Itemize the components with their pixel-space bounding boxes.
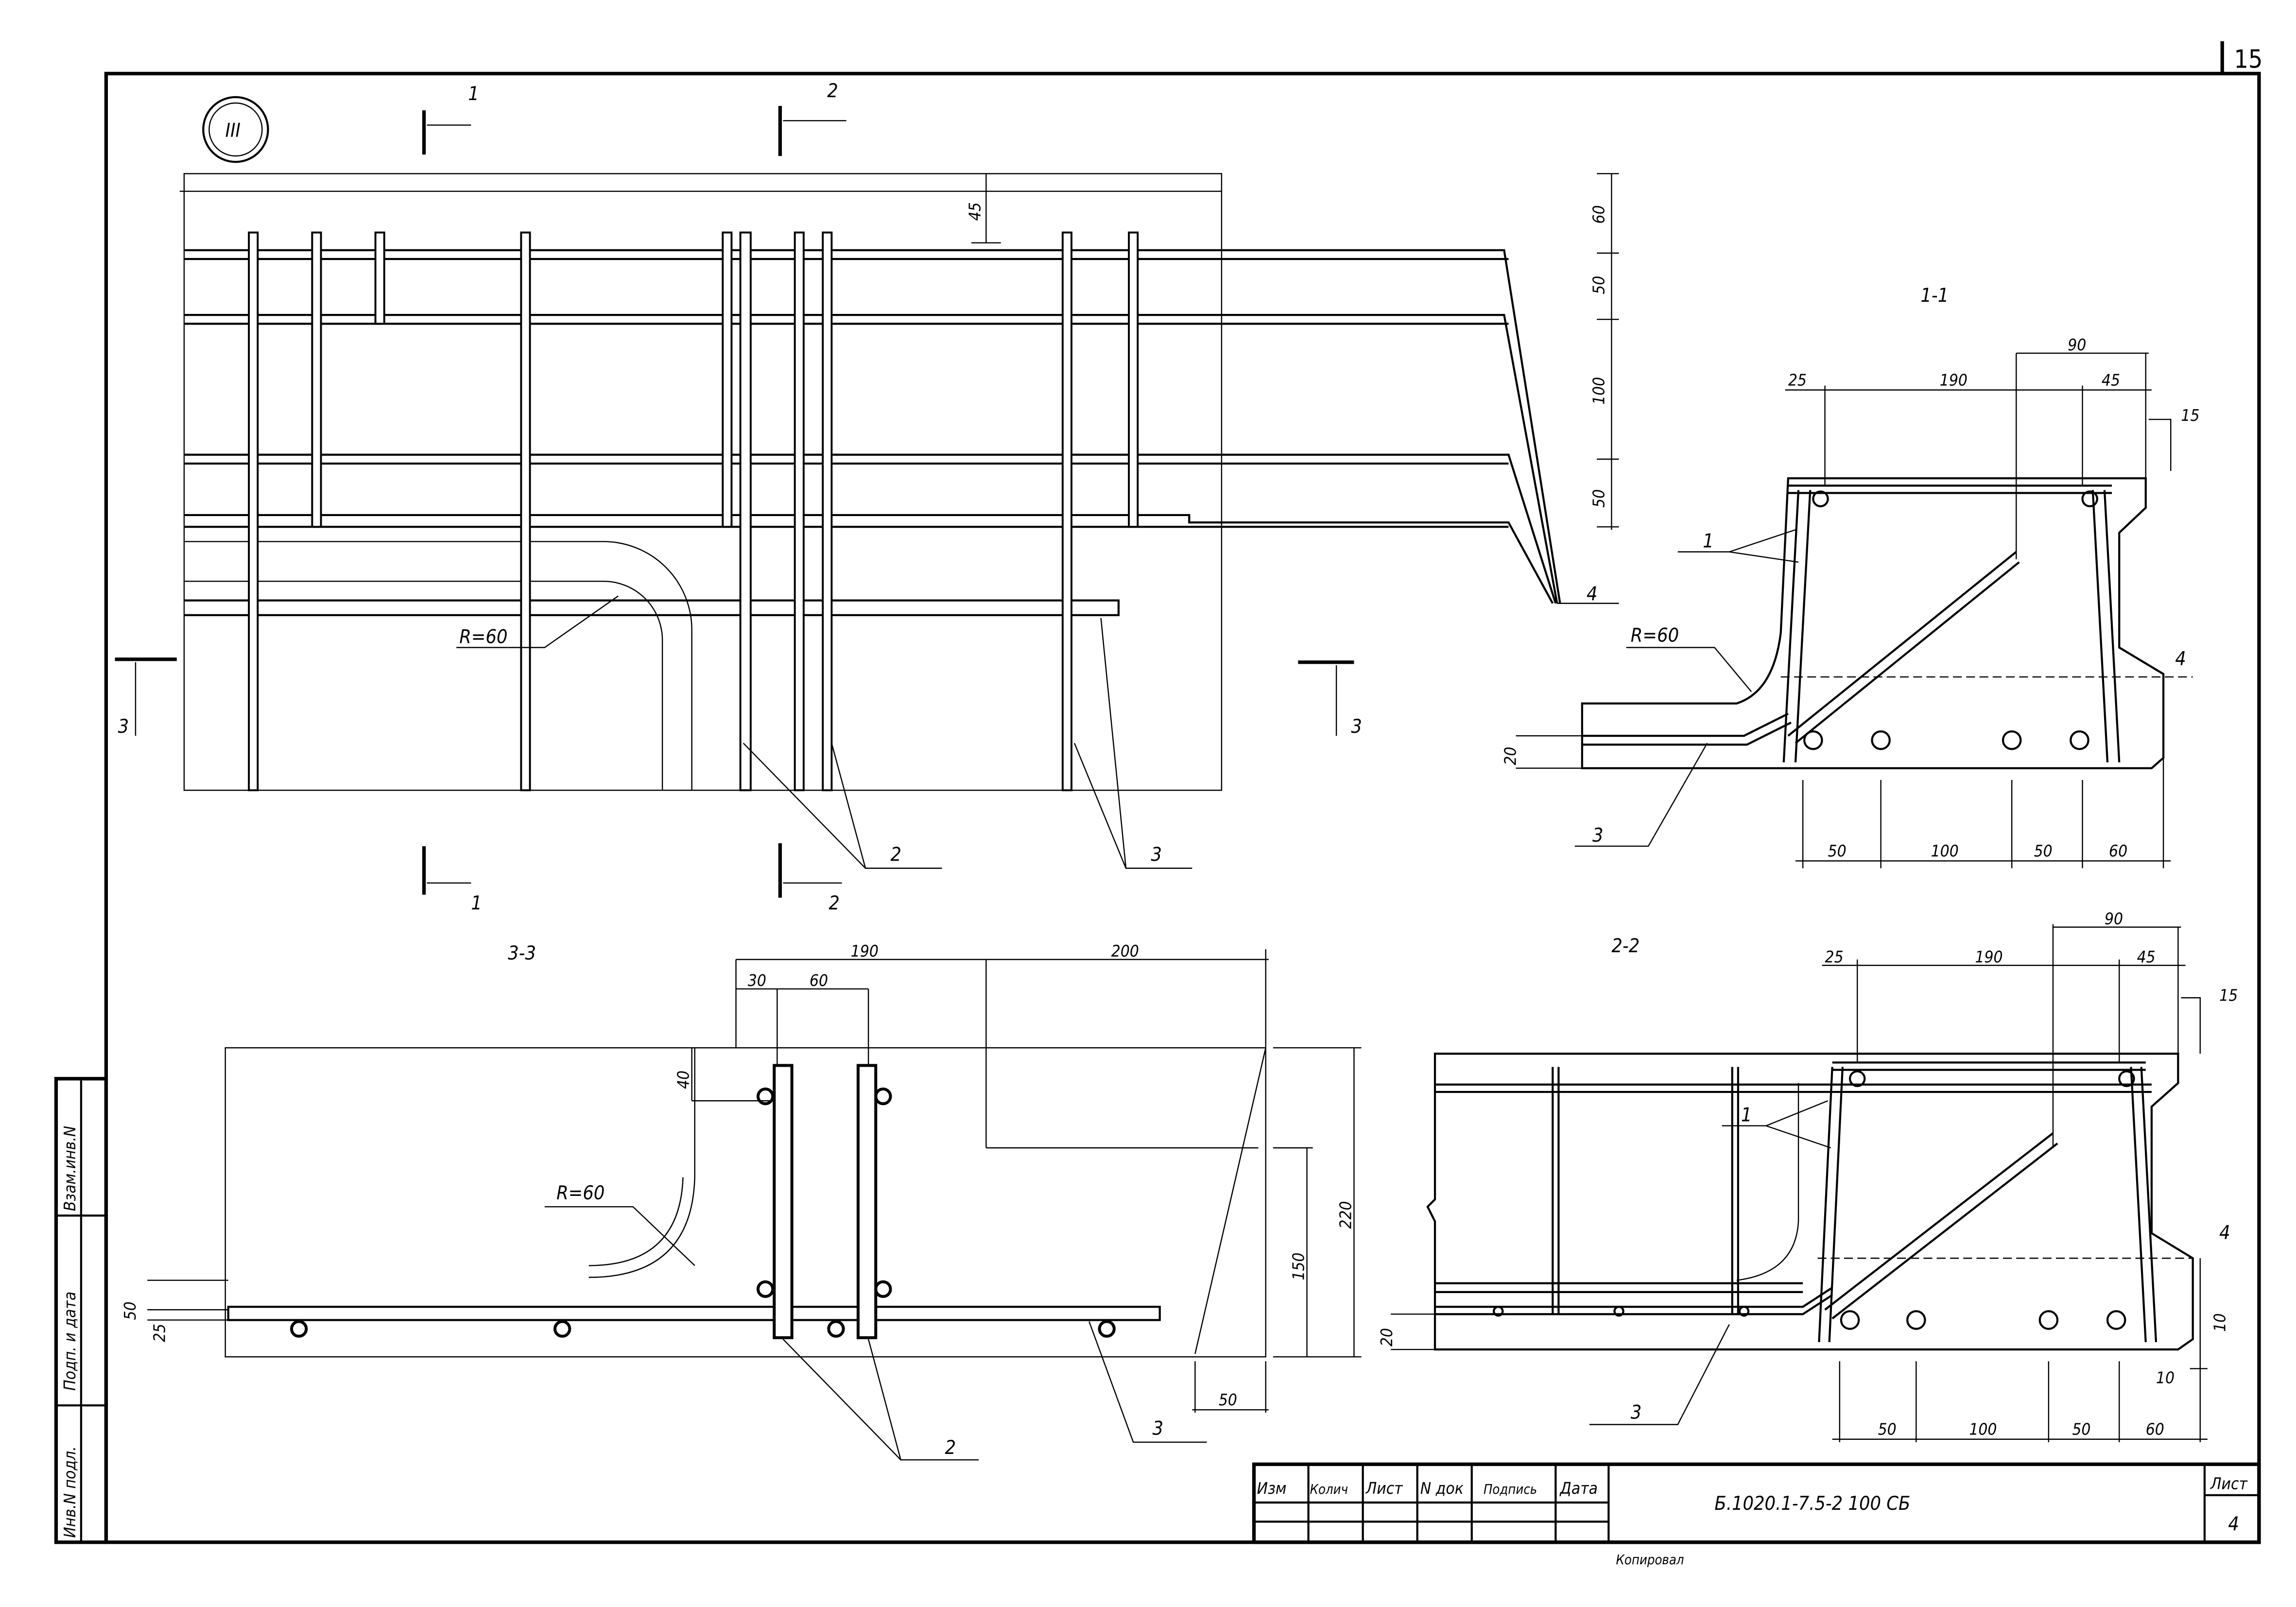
s22-dim-15: 15 xyxy=(2219,985,2238,1004)
s11-dim-90: 90 xyxy=(2068,335,2086,354)
s22-callout-4: 4 xyxy=(2219,1222,2230,1244)
plan-dim-50b: 50 xyxy=(1589,489,1608,508)
view-mark-label: III xyxy=(225,120,241,142)
view-mark: III xyxy=(202,96,269,163)
s22-dim-10-bottom: 10 xyxy=(2156,1368,2175,1387)
sheet-frame xyxy=(54,41,2261,1544)
s33-dim-150: 150 xyxy=(1289,1253,1308,1280)
s11-callout-3: 3 xyxy=(1592,824,1604,847)
s22-dim-45: 45 xyxy=(2137,948,2156,967)
s11-dim-100: 100 xyxy=(1931,842,1959,861)
section-marks: 1 1 2 2 3 3 xyxy=(115,80,1362,915)
section-1-1: 1-1 25 190 90 45 15 50 100 50 60 20 R=60… xyxy=(1501,284,2200,868)
tb-header-izm: Изм xyxy=(1257,1479,1287,1498)
side-stamp: Взам.инв.N Подп. и дата Инв.N подл. xyxy=(60,1126,79,1538)
s22-dim-190: 190 xyxy=(1975,948,2003,967)
s11-dim-190: 190 xyxy=(1940,370,1968,389)
tb-header-kolich: Колич xyxy=(1310,1482,1348,1497)
plan-view: 60 50 100 50 45 R=60 2 3 4 xyxy=(179,173,1619,869)
tb-copied: Копировал xyxy=(1616,1553,1684,1568)
s22-dim-50b: 50 xyxy=(2072,1420,2090,1439)
s33-dim-200: 200 xyxy=(1111,941,1139,960)
s33-dim-25: 25 xyxy=(150,1324,169,1342)
section-mark-2-bottom: 2 xyxy=(829,892,840,915)
s33-dim-50-bottom: 50 xyxy=(1219,1390,1237,1409)
tb-sheet-label: Лист xyxy=(2210,1474,2248,1493)
plan-callout-4: 4 xyxy=(1587,583,1598,605)
s22-dim-25: 25 xyxy=(1825,948,1844,967)
plan-dim-45: 45 xyxy=(965,202,984,221)
stamp-podp-data: Подп. и дата xyxy=(60,1292,79,1391)
section-3-3: 3-3 190 200 30 60 40 50 25 150 220 50 R=… xyxy=(121,941,1362,1461)
s11-dim-25: 25 xyxy=(1788,370,1807,389)
s11-radius: R=60 xyxy=(1631,624,1679,646)
s22-dim-20: 20 xyxy=(1377,1328,1396,1347)
s33-dim-30: 30 xyxy=(748,971,766,990)
section-2-2-title: 2-2 xyxy=(1611,934,1640,957)
section-mark-3-left: 3 xyxy=(118,715,129,738)
s33-dim-220: 220 xyxy=(1336,1201,1355,1229)
section-mark-1-top: 1 xyxy=(468,83,479,105)
plan-dim-60: 60 xyxy=(1589,205,1608,224)
plan-dim-100: 100 xyxy=(1589,377,1608,405)
s22-callout-3: 3 xyxy=(1631,1401,1642,1423)
section-2-2: 2-2 25 190 90 45 15 50 100 50 60 20 10 1… xyxy=(1377,909,2238,1442)
s11-callout-1: 1 xyxy=(1703,530,1714,553)
plan-callout-2: 2 xyxy=(891,844,902,866)
s22-dim-90: 90 xyxy=(2105,909,2123,928)
s33-callout-2: 2 xyxy=(945,1436,956,1459)
tb-designation: Б.1020.1-7.5-2 100 СБ xyxy=(1714,1492,1910,1515)
s33-callout-3: 3 xyxy=(1153,1417,1164,1440)
tb-sheet-number: 4 xyxy=(2228,1513,2239,1536)
section-1-1-title: 1-1 xyxy=(1920,284,1949,307)
tb-header-ndok: N док xyxy=(1420,1479,1464,1498)
s33-radius: R=60 xyxy=(556,1182,604,1204)
stamp-vzam-inv: Взам.инв.N xyxy=(60,1126,79,1211)
tb-header-podpis: Подпись xyxy=(1484,1482,1537,1497)
plan-radius: R=60 xyxy=(459,625,507,648)
page-number: 15 xyxy=(2234,45,2262,74)
section-mark-3-right: 3 xyxy=(1351,715,1362,738)
s22-callout-1: 1 xyxy=(1741,1104,1752,1126)
s11-dim-50a: 50 xyxy=(1828,842,1847,861)
s33-dim-40: 40 xyxy=(674,1071,693,1089)
plan-dim-50a: 50 xyxy=(1589,276,1608,294)
s33-dim-190: 190 xyxy=(851,941,879,960)
s22-dim-50a: 50 xyxy=(1878,1420,1897,1439)
section-mark-1-bottom: 1 xyxy=(471,892,482,915)
s22-dim-60: 60 xyxy=(2146,1420,2164,1439)
s22-dim-10-right: 10 xyxy=(2210,1313,2229,1332)
section-mark-2-top: 2 xyxy=(827,80,838,102)
title-block: Изм Колич Лист N док Подпись Дата Б.1020… xyxy=(1252,1462,2261,1568)
tb-header-data: Дата xyxy=(1559,1479,1598,1498)
s11-dim-15: 15 xyxy=(2181,406,2199,425)
plan-callout-3: 3 xyxy=(1151,844,1162,866)
s11-dim-50b: 50 xyxy=(2034,842,2053,861)
section-3-3-title: 3-3 xyxy=(508,942,536,965)
s33-dim-50: 50 xyxy=(121,1301,139,1320)
tb-header-list: Лист xyxy=(1365,1479,1403,1498)
s11-dim-20: 20 xyxy=(1501,747,1520,765)
stamp-inv-podl: Инв.N подл. xyxy=(60,1446,79,1538)
s22-dim-100: 100 xyxy=(1969,1420,1997,1439)
s11-dim-60: 60 xyxy=(2109,842,2127,861)
s11-dim-45: 45 xyxy=(2102,370,2120,389)
s11-callout-4: 4 xyxy=(2175,648,2186,670)
s33-dim-60: 60 xyxy=(810,971,828,990)
